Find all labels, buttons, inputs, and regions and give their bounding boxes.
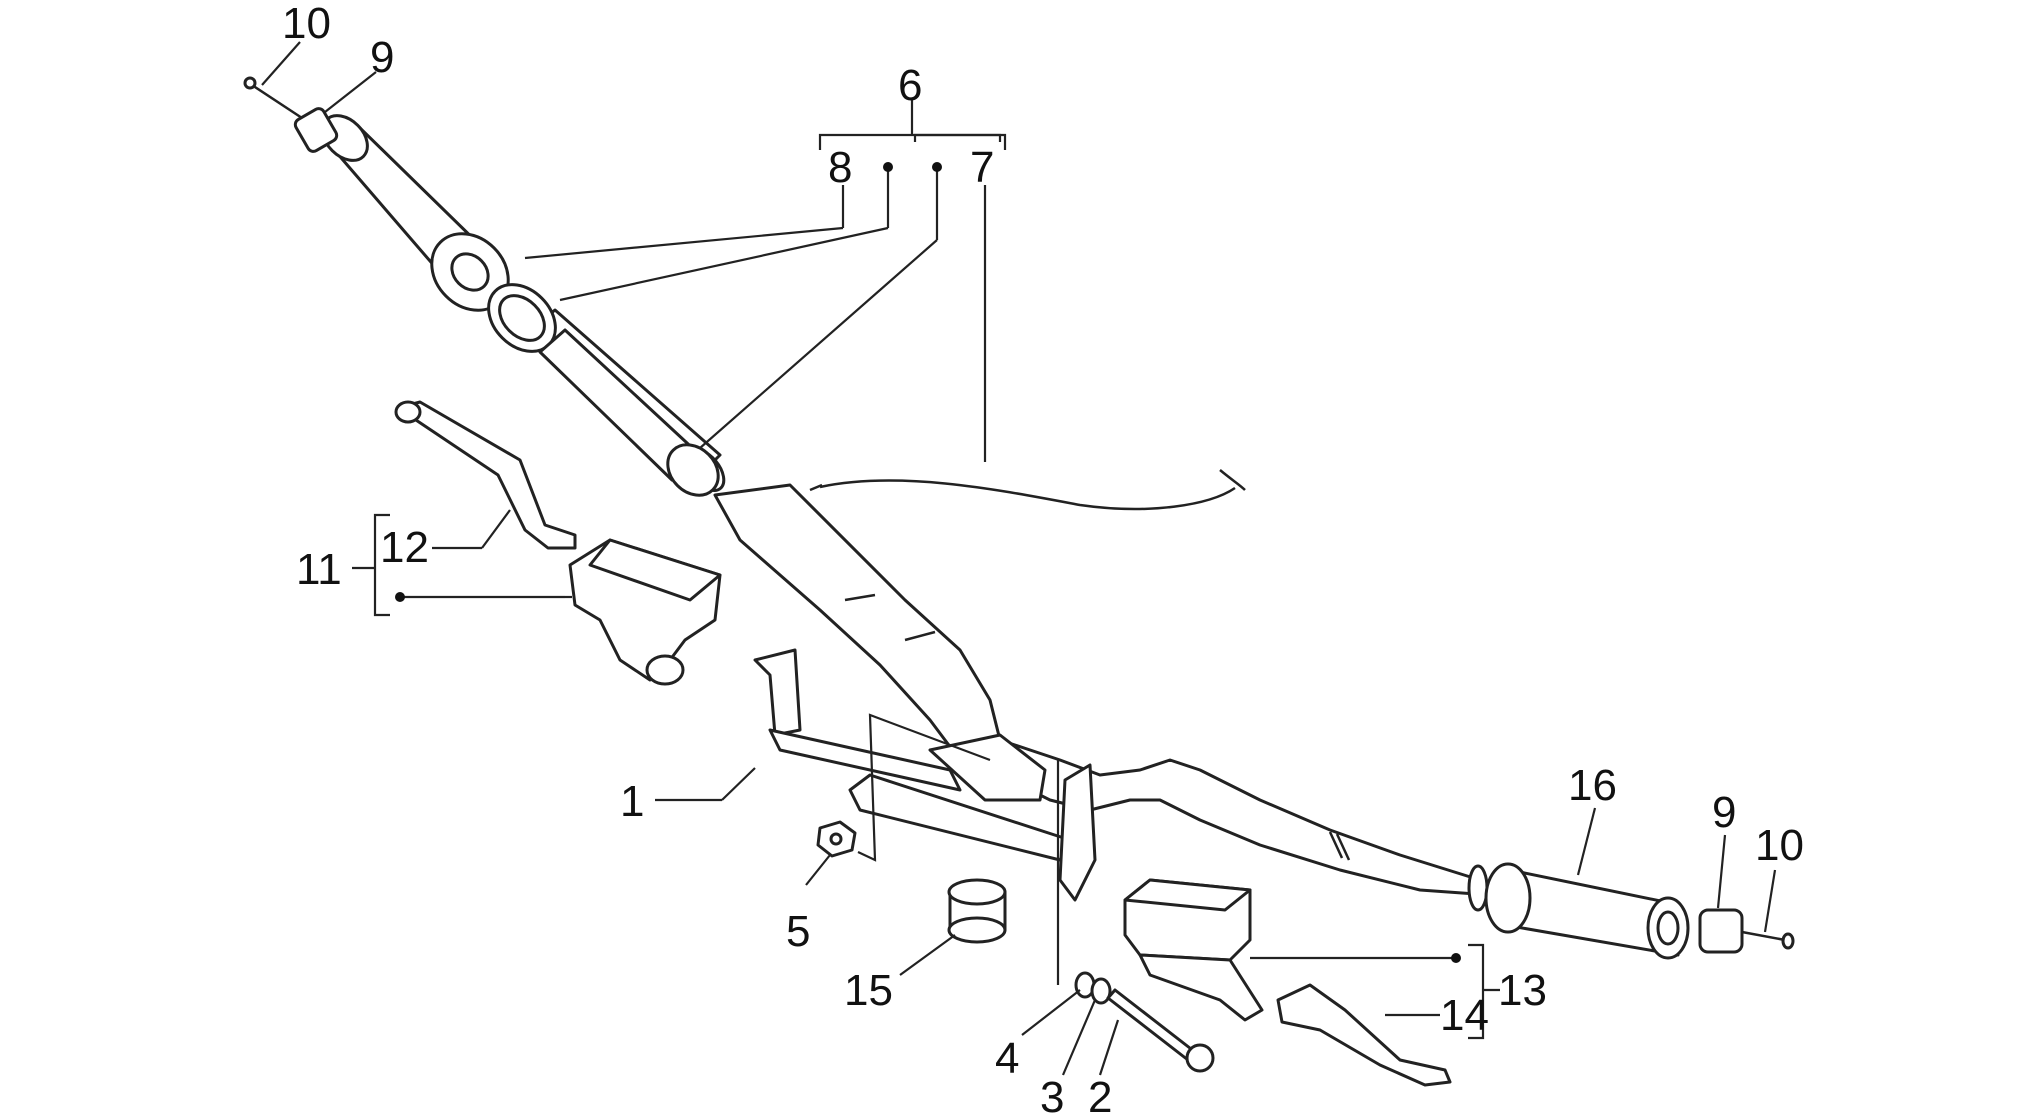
washer-ring <box>487 283 557 353</box>
callout-8: 8 <box>828 143 852 192</box>
callout-9-top: 9 <box>370 33 394 82</box>
callout-3: 3 <box>1040 1073 1064 1117</box>
nut <box>816 820 857 858</box>
right-bar-end <box>1698 908 1795 954</box>
right-brake-lever <box>1276 983 1452 1087</box>
callout-16: 16 <box>1568 761 1617 810</box>
callouts: 10 9 6 8 7 11 12 1 5 15 4 3 2 16 9 10 13… <box>282 0 1804 1117</box>
callout-4: 4 <box>995 1034 1019 1083</box>
left-master-cylinder <box>568 538 722 686</box>
callout-9-right: 9 <box>1712 788 1736 837</box>
callout-7: 7 <box>970 143 994 192</box>
reference-dots <box>395 162 1461 963</box>
callout-5: 5 <box>786 907 810 956</box>
callout-11: 11 <box>296 545 342 594</box>
throttle-cable <box>819 479 1236 511</box>
callout-6: 6 <box>898 61 922 110</box>
bushing <box>947 878 1007 944</box>
right-grip <box>1484 862 1690 960</box>
callout-10-top: 10 <box>282 0 331 48</box>
handlebar-tube <box>713 483 1492 912</box>
washers-and-bolt <box>1074 971 1215 1073</box>
callout-12: 12 <box>380 523 429 572</box>
callout-1: 1 <box>620 777 644 826</box>
throttle-sleeve <box>538 328 720 497</box>
handlebar-clamp <box>753 648 1097 902</box>
left-brake-lever <box>394 400 577 550</box>
callout-14: 14 <box>1440 991 1489 1040</box>
callout-13: 13 <box>1498 966 1547 1015</box>
left-grip <box>321 114 510 312</box>
callout-15: 15 <box>844 966 893 1015</box>
left-bar-end <box>243 76 339 153</box>
leader-lines <box>261 41 1777 1076</box>
callout-2: 2 <box>1088 1073 1112 1117</box>
right-master-cylinder <box>1123 878 1264 1022</box>
callout-10-right: 10 <box>1755 821 1804 870</box>
